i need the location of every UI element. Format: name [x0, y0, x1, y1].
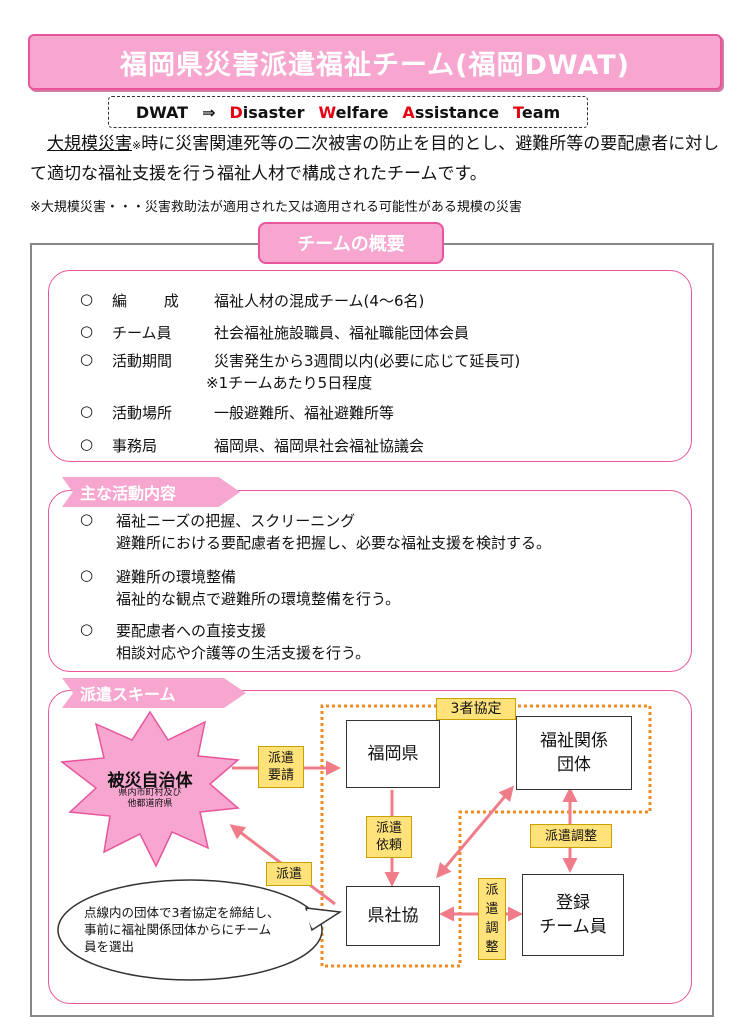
overview-value: 福岡県、福岡県社会福祉協議会 — [214, 437, 425, 455]
activity-desc: 福祉的な観点で避難所の環境整備を行う。 — [116, 590, 401, 608]
disaster-sub: 県内市町村及び 他都道府県 — [100, 788, 200, 810]
node-registered-line2: チーム員 — [539, 917, 607, 937]
dwat-word: Disaster — [230, 103, 305, 122]
dwat-initial: T — [513, 102, 522, 122]
overview-bullet: ○ — [80, 402, 94, 420]
overview-bullet: ○ — [80, 290, 94, 308]
activities-box — [48, 490, 692, 672]
node-council: 県社協 — [346, 886, 440, 946]
label-request-line1: 派遣 — [267, 751, 294, 766]
intro-mark: ※ — [132, 139, 142, 152]
overview-label: 活動期間 — [112, 352, 173, 370]
label-vertical-coordination: 派 遣 調 整 — [478, 878, 506, 960]
page-title: 福岡県災害派遣福祉チーム(福岡DWAT) — [28, 34, 722, 90]
note-bubble — [57, 879, 323, 981]
dwat-expansion: DWAT ⇒ Disaster Welfare Assistance Team — [108, 96, 588, 128]
node-welfare-groups: 福祉関係 団体 — [516, 716, 632, 790]
dwat-initial: D — [229, 102, 243, 122]
disaster-sub-line2: 他都道府県 — [127, 799, 173, 809]
overview-bullet: ○ — [80, 350, 94, 368]
overview-label: チーム員 — [112, 324, 172, 342]
overview-bullet: ○ — [80, 322, 94, 340]
activity-desc: 相談対応や介護等の生活支援を行う。 — [116, 644, 371, 662]
label-coordination: 派遣調整 — [530, 824, 612, 848]
disaster-sub-line1: 県内市町村及び — [118, 788, 182, 798]
arrow-council-welfare — [436, 785, 514, 879]
label-dispatch-request: 派遣 依頼 — [366, 816, 412, 858]
intro-underlined: 大規模災害 — [47, 134, 132, 154]
bubble-text: 点線内の団体で3者協定を締結し、事前に福祉関係団体からにチーム員を選出 — [84, 905, 280, 954]
overview-heading: チームの概要 — [258, 222, 444, 264]
vcoord-char: 派 — [485, 883, 499, 898]
vcoord-char: 遣 — [485, 902, 499, 917]
dwat-rest: isaster — [242, 102, 305, 122]
agreement-outline — [320, 704, 652, 968]
label-dispatch-request-line2: 依頼 — [375, 838, 402, 853]
dwat-rest: ssistance — [414, 102, 500, 122]
overview-bullet: ○ — [80, 435, 94, 453]
label-dispatch: 派遣 — [266, 862, 312, 886]
dwat-arrow: ⇒ — [202, 102, 216, 122]
activity-title: 福祉ニーズの把握、スクリーニング — [116, 512, 356, 530]
dwat-word: Team — [513, 103, 560, 122]
dwat-abbr: DWAT — [135, 102, 189, 122]
activity-title: 要配慮者への直接支援 — [116, 622, 267, 640]
node-registered: 登録 チーム員 — [522, 874, 624, 956]
activity-title: 避難所の環境整備 — [116, 568, 237, 586]
node-fukuoka: 福岡県 — [346, 720, 440, 788]
node-welfare-line1: 福祉関係 — [540, 731, 608, 751]
dwat-initial: W — [318, 102, 336, 122]
label-dispatch-request-line1: 派遣 — [375, 821, 402, 836]
node-welfare-line2: 団体 — [557, 755, 591, 775]
overview-label: 事務局 — [112, 437, 158, 455]
overview-value: 福祉人材の混成チーム(4～6名) — [214, 292, 425, 310]
activity-bullet: ○ — [80, 620, 94, 638]
vcoord-char: 調 — [485, 921, 499, 936]
overview-box — [48, 270, 692, 462]
overview-value: 災害発生から3週間以内(必要に応じて延長可) — [214, 352, 521, 370]
label-request-line2: 要請 — [267, 768, 294, 783]
label-agreement: 3者協定 — [436, 698, 516, 720]
vcoord-char: 整 — [485, 940, 499, 955]
intro-paragraph: 大規模災害※時に災害関連死等の二次被害の防止を目的とし、避難所等の要配慮者に対し… — [30, 130, 720, 189]
footnote: ※大規模災害・・・災害救助法が適用された又は適用される可能性がある規模の災害 — [30, 200, 522, 215]
node-registered-line1: 登録 — [556, 893, 590, 913]
disaster-title: 被災自治体 — [107, 771, 193, 791]
dwat-rest: elfare — [335, 102, 389, 122]
dwat-rest: eam — [521, 102, 561, 122]
disaster-burst — [60, 710, 240, 868]
dwat-initial: A — [402, 102, 415, 122]
overview-label: 活動場所 — [112, 404, 173, 422]
scheme-heading: 派遣スキーム — [62, 678, 246, 708]
dwat-word: Assistance — [402, 103, 499, 122]
overview-value: 一般避難所、福祉避難所等 — [214, 404, 395, 422]
activity-bullet: ○ — [80, 566, 94, 584]
intro-rest: 時に災害関連死等の二次被害の防止を目的とし、避難所等の要配慮者に対して適切な福祉… — [30, 134, 720, 184]
activity-desc: 避難所における要配慮者を把握し、必要な福祉支援を検討する。 — [116, 534, 552, 552]
overview-value: 社会福祉施設職員、福祉職能団体会員 — [214, 324, 470, 342]
activity-bullet: ○ — [80, 510, 94, 528]
dwat-word: Welfare — [319, 103, 389, 122]
activities-heading: 主な活動内容 — [62, 477, 240, 507]
overview-subnote: ※1チームあたり5日程度 — [206, 374, 373, 392]
label-request: 派遣 要請 — [258, 746, 304, 788]
overview-label: 編 成 — [112, 292, 195, 310]
